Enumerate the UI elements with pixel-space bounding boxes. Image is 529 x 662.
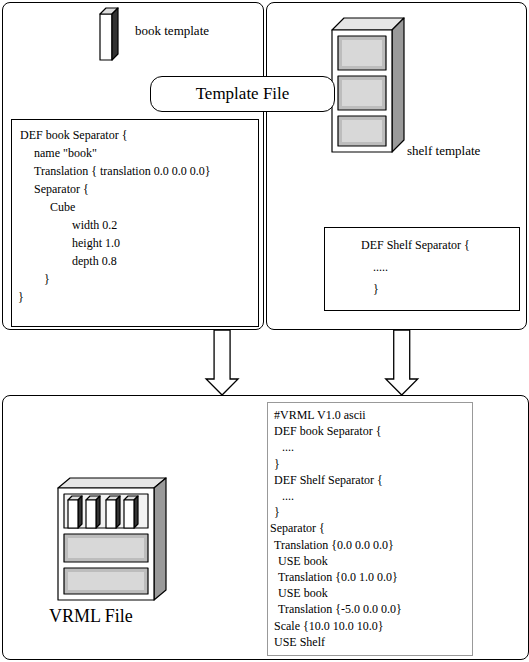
- flow-arrow: [206, 330, 238, 395]
- code-line: ....: [268, 488, 472, 504]
- panel-label: VRML File: [49, 606, 133, 627]
- code-box: #VRML V1.0 asciiDEF book Separator {....…: [267, 402, 473, 656]
- code-line: #VRML V1.0 ascii: [268, 407, 472, 423]
- book-instance: [106, 496, 120, 528]
- code-line: Translation {0.0 1.0 0.0}: [268, 569, 472, 585]
- code-line: height 1.0: [12, 234, 258, 252]
- code-line: Translation {0.0 0.0 0.0}: [268, 537, 472, 553]
- flow-arrow: [386, 330, 418, 395]
- code-line: Translation {-5.0 0.0 0.0}: [268, 601, 472, 617]
- code-line: depth 0.8: [12, 252, 258, 270]
- code-line: }: [268, 504, 472, 520]
- code-line: DEF Shelf Separator {: [325, 234, 519, 256]
- code-line: Translation { translation 0.0 0.0 0.0}: [12, 162, 258, 180]
- code-line: width 0.2: [12, 216, 258, 234]
- code-line: Separator {: [268, 520, 472, 536]
- title-box: Template File: [150, 76, 335, 112]
- code-line: }: [12, 288, 258, 306]
- shelf-with-books: [58, 478, 166, 600]
- code-line: .....: [325, 256, 519, 278]
- code-line: DEF Shelf Separator {: [268, 472, 472, 488]
- code-line: DEF book Separator {: [12, 126, 258, 144]
- shelf-icon: [332, 18, 404, 152]
- output-panel: VRML File #VRML V1.0 asciiDEF book Separa…: [2, 395, 529, 660]
- book-instance: [68, 496, 82, 528]
- template-panel: shelf templateDEF Shelf Separator {.....…: [266, 2, 527, 330]
- code-line: name "book": [12, 144, 258, 162]
- code-line: }: [12, 270, 258, 288]
- code-box: DEF book Separator {name "book"Translati…: [11, 119, 259, 327]
- code-line: USE book: [268, 553, 472, 569]
- code-box: DEF Shelf Separator {.....}: [324, 227, 520, 311]
- book-icon: [100, 8, 118, 60]
- panel-label: shelf template: [407, 143, 480, 159]
- code-line: USE book: [268, 585, 472, 601]
- code-line: Separator {: [12, 180, 258, 198]
- book-instance: [86, 496, 100, 528]
- code-line: ....: [268, 439, 472, 455]
- code-line: }: [325, 278, 519, 300]
- code-line: DEF book Separator {: [268, 423, 472, 439]
- template-panel: book templateDEF book Separator {name "b…: [2, 2, 264, 330]
- panel-label: book template: [135, 23, 209, 39]
- code-line: Scale {10.0 10.0 10.0}: [268, 618, 472, 634]
- code-line: Cube: [12, 198, 258, 216]
- book-instance: [124, 496, 138, 528]
- code-line: USE Shelf: [268, 634, 472, 650]
- code-line: }: [268, 456, 472, 472]
- box-title: Template File: [196, 84, 290, 104]
